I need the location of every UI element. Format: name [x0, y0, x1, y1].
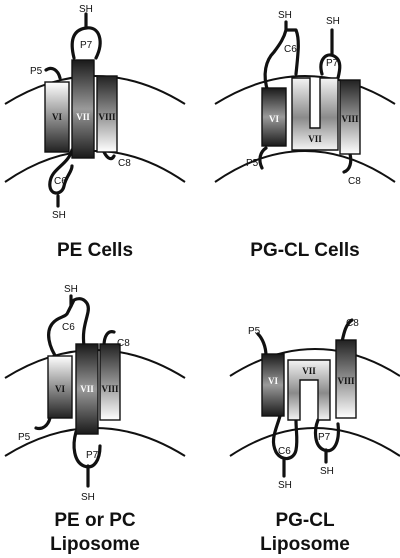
- label-c6: C6: [62, 322, 75, 333]
- membrane-lower: [214, 150, 396, 183]
- loop-c6: [48, 148, 74, 195]
- helix-viii-label: VIII: [101, 384, 119, 394]
- label-p7: P7: [80, 40, 93, 51]
- loop-c6: [263, 28, 300, 94]
- loop-p7: [319, 53, 342, 80]
- loop-p5: [256, 332, 268, 358]
- helix-vii: [291, 77, 339, 151]
- panel-pgcl-cells: VI VII VIII C6 P7 P5 C8 SH SH PG-CL Cell…: [214, 10, 396, 261]
- label-c8: C8: [118, 158, 131, 169]
- label-p5: P5: [30, 66, 43, 77]
- panel-pe-cells: VI VII VIII P5 P7 C6 C8 SH SH PE Cells: [4, 4, 186, 261]
- helix-vi: [47, 355, 73, 419]
- label-sh-left: SH: [278, 480, 292, 491]
- helix-vii-label: VII: [302, 366, 316, 376]
- label-sh-top: SH: [64, 284, 78, 295]
- helix-viii-label: VIII: [337, 376, 355, 386]
- helix-viii-label: VIII: [98, 112, 116, 122]
- helix-vi-label: VI: [52, 112, 62, 122]
- helix-vi-label: VI: [268, 376, 278, 386]
- label-sh-bottom: SH: [52, 210, 66, 221]
- loop-p7: [72, 430, 102, 469]
- caption-pe-pc-liposome-line1: PE or PC: [54, 510, 136, 531]
- label-p5: P5: [248, 326, 261, 337]
- label-c8: C8: [117, 338, 130, 349]
- loop-p5: [258, 146, 268, 170]
- label-sh-top: SH: [79, 4, 93, 15]
- helix-vii-label: VII: [308, 134, 322, 144]
- label-sh-top-right: SH: [326, 16, 340, 27]
- helix-vi-label: VI: [269, 114, 279, 124]
- helix-vi: [261, 87, 287, 147]
- helix-vii-label: VII: [80, 384, 94, 394]
- membrane-upper: [4, 75, 186, 105]
- caption-pgcl-liposome-line2: Liposome: [260, 534, 350, 555]
- loop-c8: [102, 150, 116, 161]
- label-p5: P5: [246, 158, 259, 169]
- helix-viii: [99, 343, 121, 421]
- membrane-lower: [4, 150, 186, 183]
- label-c6: C6: [284, 44, 297, 55]
- label-p7: P7: [318, 432, 331, 443]
- membrane-upper: [214, 75, 396, 105]
- helix-viii-label: VIII: [341, 114, 359, 124]
- label-c6: C6: [54, 176, 67, 187]
- helix-vii: [71, 59, 95, 159]
- label-sh-right: SH: [320, 466, 334, 477]
- helix-vii: [287, 359, 331, 421]
- label-p5: P5: [18, 432, 31, 443]
- label-c6: C6: [278, 446, 291, 457]
- caption-pe-pc-liposome-line2: Liposome: [50, 534, 140, 555]
- panel-pgcl-liposome: VI VII VIII P5 C8 C6 P7 SH SH PG-CL Lipo…: [229, 318, 400, 555]
- helix-vi-label: VI: [55, 384, 65, 394]
- helix-viii: [96, 75, 118, 153]
- helix-vii: [75, 343, 99, 435]
- caption-pgcl-cells: PG-CL Cells: [250, 240, 359, 261]
- caption-pe-cells: PE Cells: [57, 240, 133, 261]
- helix-vi: [261, 353, 285, 417]
- panel-pe-pc-liposome: VI VII VIII C6 C8 P5 P7 SH SH PE or PC L…: [4, 284, 186, 555]
- helix-viii: [335, 339, 357, 419]
- helix-vi: [44, 81, 70, 153]
- caption-pgcl-liposome-line1: PG-CL: [275, 510, 335, 531]
- loop-c8: [342, 152, 353, 174]
- loop-p5: [44, 66, 62, 80]
- label-sh-top-left: SH: [278, 10, 292, 21]
- loop-c6: [271, 414, 299, 461]
- label-p7: P7: [86, 450, 99, 461]
- loop-p5: [34, 416, 52, 431]
- label-sh-bottom: SH: [81, 492, 95, 503]
- membrane-upper: [229, 348, 400, 377]
- label-c8: C8: [348, 176, 361, 187]
- helix-vii-label: VII: [76, 112, 90, 122]
- loop-p7: [313, 418, 340, 453]
- label-p7: P7: [326, 58, 339, 69]
- helix-viii: [339, 79, 361, 155]
- label-c8: C8: [346, 318, 359, 329]
